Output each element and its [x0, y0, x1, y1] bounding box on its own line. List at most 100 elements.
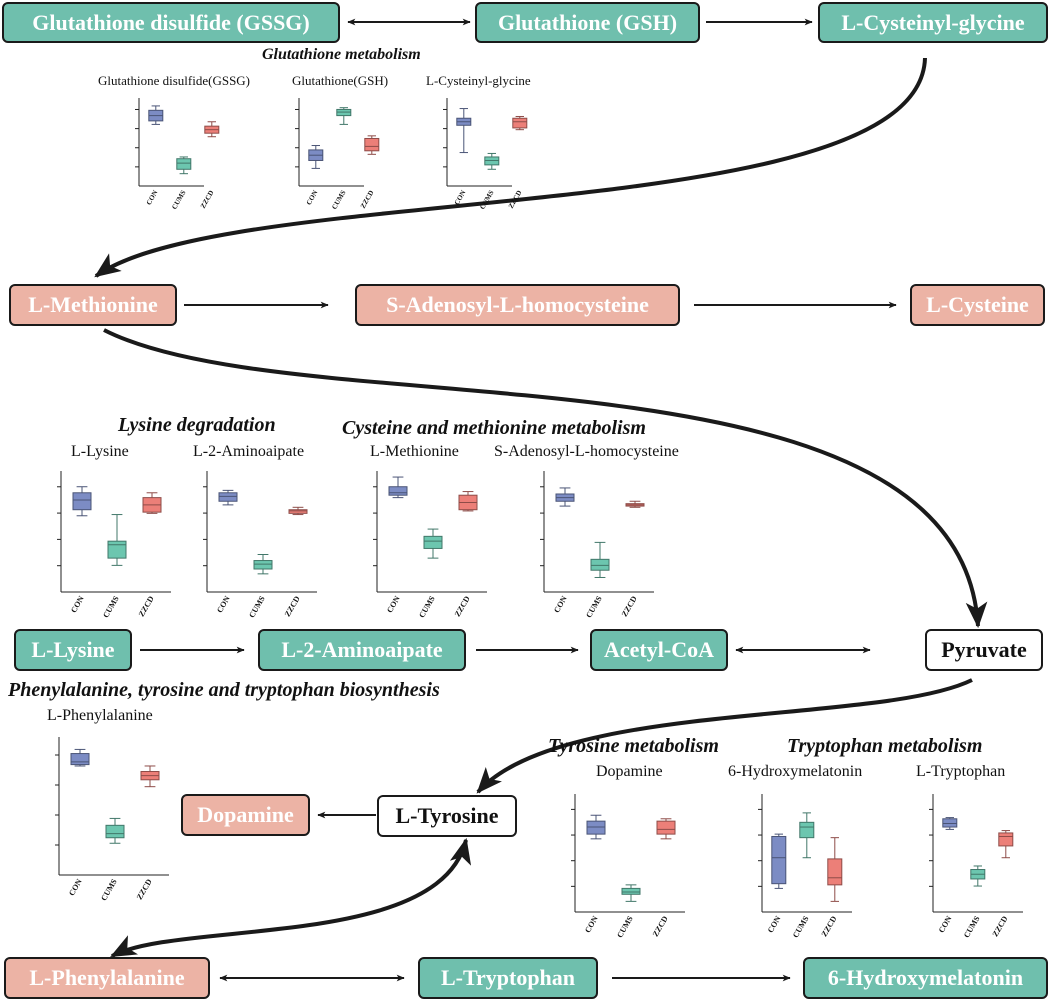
- box-con: [72, 486, 92, 517]
- node-tyrosine[interactable]: L-Tyrosine: [377, 795, 517, 837]
- plot-title-phenylalanine: L-Phenylalanine: [47, 707, 153, 724]
- node-hydroxymelatonin[interactable]: 6-Hydroxymelatonin: [803, 957, 1048, 999]
- box-iqr: [105, 824, 125, 839]
- x-tick-label: CON: [552, 594, 569, 614]
- x-tick-label: CON: [67, 877, 84, 897]
- x-tick-label: CUMS: [584, 594, 604, 619]
- node-cysteine[interactable]: L-Cysteine: [910, 284, 1045, 326]
- x-tick-label: CUMS: [962, 914, 982, 939]
- node-cysgly[interactable]: L-Cysteinyl-glycine: [818, 2, 1048, 43]
- box-cums: [423, 528, 443, 559]
- node-methionine[interactable]: L-Methionine: [9, 284, 177, 326]
- box-iqr: [107, 540, 127, 559]
- x-tick-label: CON: [215, 594, 232, 614]
- plot-title-hydroxymelatonin: 6-Hydroxymelatonin: [728, 763, 863, 780]
- box-iqr: [621, 887, 641, 895]
- x-tick-label: ZZCD: [199, 189, 216, 210]
- box-cums: [336, 107, 352, 125]
- x-tick-label: CON: [583, 914, 600, 934]
- node-pyruvate[interactable]: Pyruvate: [925, 629, 1043, 671]
- box-cums: [484, 152, 500, 170]
- node-sah[interactable]: S-Adenosyl-L-homocysteine: [355, 284, 680, 326]
- x-tick-label: CON: [69, 594, 86, 614]
- plot-title-gsh: Glutathione(GSH): [292, 73, 389, 88]
- box-con: [308, 145, 324, 169]
- box-zzcd: [140, 765, 160, 788]
- x-tick-label: CON: [145, 189, 160, 206]
- plot-title-sah: S-Adenosyl-L-homocysteine: [494, 443, 679, 460]
- box-con: [70, 748, 90, 767]
- plot-title-gssg: Glutathione disulfide(GSSG): [98, 73, 251, 88]
- x-tick-label: CUMS: [478, 189, 495, 211]
- x-tick-label: ZZCD: [135, 877, 154, 901]
- node-aminoaipate[interactable]: L-2-Aminoaipate: [258, 629, 466, 671]
- x-tick-label: CON: [453, 189, 468, 206]
- x-tick-label: ZZCD: [820, 914, 839, 938]
- box-iqr: [942, 818, 958, 828]
- box-con: [148, 105, 164, 125]
- box-iqr: [364, 137, 380, 152]
- plot-title-tryptophan: L-Tryptophan: [916, 763, 1006, 780]
- node-phenylalanine[interactable]: L-Phenylalanine: [4, 957, 210, 999]
- plot-title-methionine: L-Methionine: [370, 443, 459, 460]
- box-con: [456, 108, 472, 154]
- box-iqr: [288, 509, 308, 514]
- box-con: [942, 817, 958, 830]
- box-zzcd: [512, 115, 528, 131]
- pathway-tyrosine-label: Tyrosine metabolism: [548, 735, 719, 757]
- curve-pyruvate-tyrosine: [476, 678, 973, 794]
- box-con: [771, 833, 787, 889]
- x-tick-label: ZZCD: [283, 594, 302, 618]
- box-iqr: [998, 832, 1014, 847]
- box-iqr: [656, 820, 676, 835]
- box-zzcd: [827, 837, 843, 902]
- box-con: [586, 814, 606, 840]
- curve-cysgly-methionine: [94, 57, 927, 278]
- node-gssg[interactable]: Glutathione disulfide (GSSG): [2, 2, 340, 43]
- box-iqr: [590, 558, 610, 571]
- curve-methionine-pyruvate: [103, 328, 988, 629]
- curve-tyrosine-phenylalanine: [110, 837, 472, 958]
- box-cums: [176, 156, 192, 175]
- x-tick-label: ZZCD: [507, 189, 524, 210]
- node-acetylcoa[interactable]: Acetyl-CoA: [590, 629, 728, 671]
- box-iqr: [512, 117, 528, 129]
- box-iqr: [388, 486, 408, 496]
- box-cums: [970, 865, 986, 887]
- box-iqr: [70, 753, 90, 766]
- node-lysine[interactable]: L-Lysine: [14, 629, 132, 671]
- x-tick-label: CON: [385, 594, 402, 614]
- box-zzcd: [998, 830, 1014, 859]
- box-cums: [107, 514, 127, 566]
- plot-title-lysine: L-Lysine: [71, 443, 129, 460]
- node-tryptophan[interactable]: L-Tryptophan: [418, 957, 598, 999]
- node-dopamine[interactable]: Dopamine: [181, 794, 310, 836]
- pathway-phetyrtrp-label: Phenylalanine, tyrosine and tryptophan b…: [8, 679, 440, 701]
- box-iqr: [771, 835, 787, 885]
- box-cums: [621, 884, 641, 902]
- x-tick-label: CON: [937, 914, 954, 934]
- plot-title-aminoaipate: L-2-Aminoaipate: [193, 443, 305, 460]
- pathway-glutathione-label: Glutathione metabolism: [262, 46, 421, 63]
- x-tick-label: CUMS: [101, 594, 121, 619]
- box-iqr: [253, 560, 273, 570]
- box-iqr: [176, 158, 192, 170]
- x-tick-label: CUMS: [330, 189, 347, 211]
- box-zzcd: [142, 492, 162, 514]
- boxplot-cysgly: CON CUMS ZZCD: [443, 98, 528, 211]
- pathway-lysine-label: Lysine degradation: [118, 414, 276, 436]
- node-gsh[interactable]: Glutathione (GSH): [475, 2, 700, 43]
- x-tick-label: CUMS: [791, 914, 811, 939]
- box-con: [555, 487, 575, 507]
